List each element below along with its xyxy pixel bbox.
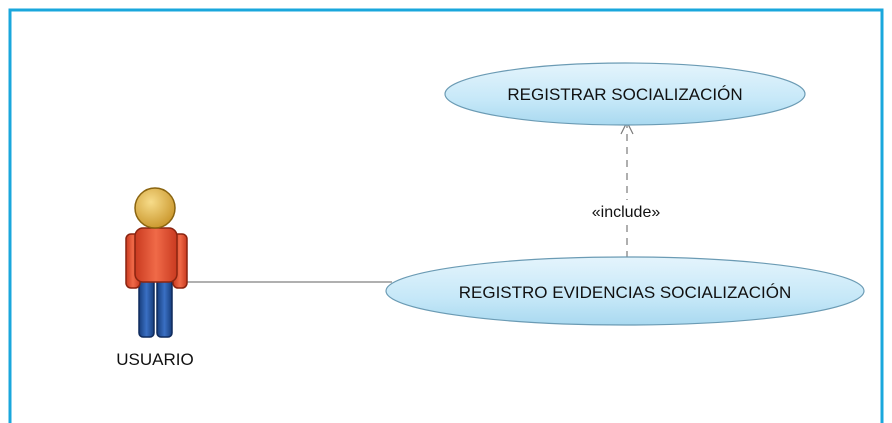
include-label-bg [578, 200, 674, 224]
use-case-registro-evidencias-socializacion[interactable]: REGISTRO EVIDENCIAS SOCIALIZACIÓN [385, 256, 865, 326]
use-case-label: REGISTRAR SOCIALIZACIÓN [507, 85, 742, 104]
actor-usuario[interactable]: USUARIO [116, 187, 194, 369]
include-label: «include» [592, 204, 661, 221]
use-case-ellipse [444, 62, 806, 126]
use-case-registrar-socializacion[interactable]: REGISTRAR SOCIALIZACIÓN [444, 62, 806, 126]
include-dependency: «include» [578, 120, 674, 258]
actor-name: USUARIO [116, 350, 193, 369]
diagram-frame [8, 8, 884, 423]
actor-figure-icon [125, 187, 188, 338]
use-case-label: REGISTRO EVIDENCIAS SOCIALIZACIÓN [459, 283, 792, 302]
use-case-ellipse [385, 256, 865, 326]
